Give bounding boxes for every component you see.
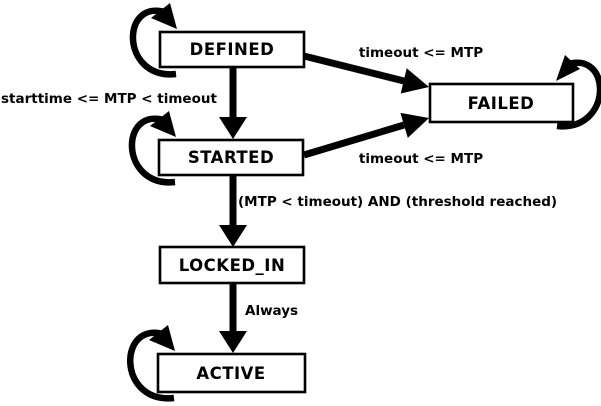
state-started: STARTED [157,138,305,177]
locked-in-to-active-label: Always [245,303,298,319]
state-active-box [156,352,307,394]
state-started-label: STARTED [188,148,274,167]
started-to-locked-in-arrowhead [219,225,247,247]
state-defined: DEFINED [158,30,306,69]
defined-to-started-label: starttime <= MTP < timeout [1,91,217,107]
defined-to-failed-arrowhead [400,68,429,94]
state-defined-label: DEFINED [190,40,275,59]
state-failed-box [428,82,575,124]
active-self-loop-arrowhead [149,325,175,351]
defined-self-loop-arrowhead [151,3,177,29]
state-locked-in-box [158,245,306,285]
failed-self-loop-arrowhead [556,55,580,81]
started-to-failed-arrow-line [302,121,406,159]
state-locked-in-label: LOCKED_IN [179,256,286,275]
self-loop-arrowheads [149,3,580,351]
state-locked-in: LOCKED_IN [158,245,306,285]
failed-self-loop-curve [556,59,601,130]
started-self-loop-arrowhead [150,111,176,137]
started-self-loop-curve [128,115,176,186]
state-failed-label: FAILED [468,94,535,113]
defined-to-failed-label: timeout <= MTP [359,45,483,61]
state-active-label: ACTIVE [196,364,265,383]
state-started-box [157,138,305,177]
state-defined-box [158,30,306,69]
state-active: ACTIVE [156,352,307,394]
transition-labels: timeout <= MTP timeout <= MTP starttime … [1,45,557,319]
defined-self-loop-curve [129,7,177,78]
transition-arrows [219,52,429,353]
started-to-failed-label: timeout <= MTP [359,151,483,167]
started-to-failed-arrowhead [400,112,429,138]
active-self-loop-curve [127,329,175,402]
self-loops [127,7,601,402]
defined-to-started-arrowhead [219,117,247,139]
started-to-locked-in-label: (MTP < timeout) AND (threshold reached) [238,194,557,210]
locked-in-to-active-arrowhead [219,331,247,353]
defined-to-failed-arrow-line [303,52,405,85]
state-failed: FAILED [428,82,575,124]
